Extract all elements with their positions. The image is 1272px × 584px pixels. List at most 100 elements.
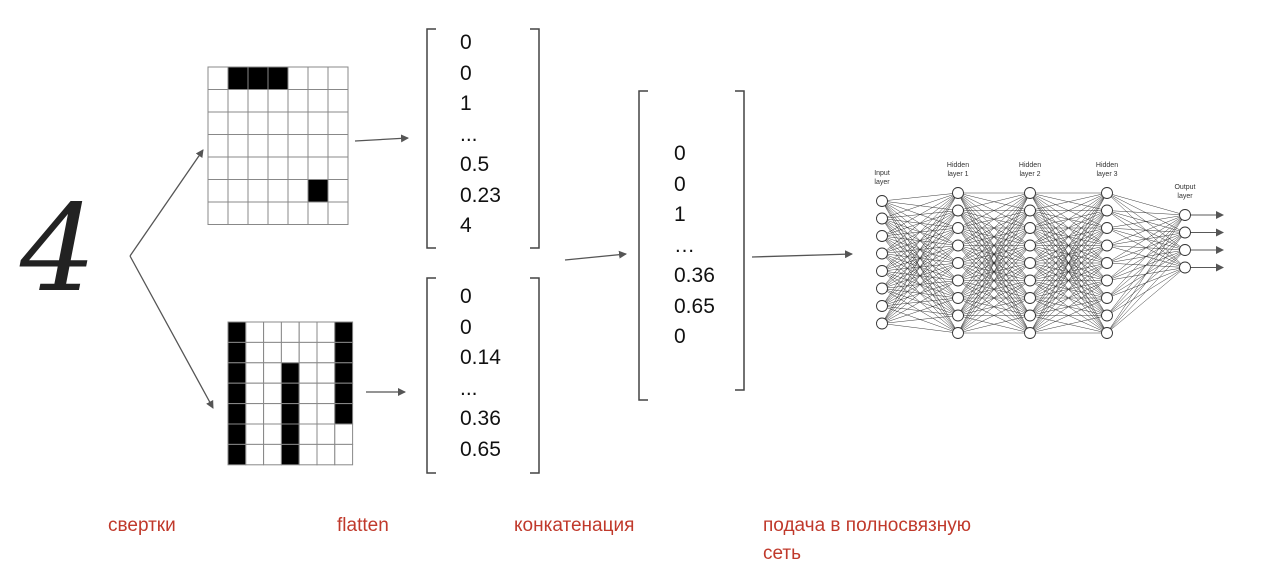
- nn-node: [952, 309, 964, 322]
- nn-layer-label-line1: Hidden: [1019, 162, 1041, 169]
- nn-edge: [957, 192, 1031, 316]
- grid-top-cell: [227, 111, 249, 135]
- grid-bottom-cell: [227, 382, 247, 405]
- grid-top-cell: [207, 66, 229, 90]
- nn-layer-label-line1: Input: [874, 170, 890, 177]
- nn-node: [1101, 187, 1113, 199]
- nn-edge: [1029, 192, 1108, 246]
- grid-top-cell: [327, 89, 349, 113]
- nn-edge: [957, 262, 1031, 334]
- nn-edge: [1106, 214, 1186, 246]
- grid-top-cell: [267, 89, 289, 113]
- grid-top-cell: [267, 156, 289, 180]
- grid-bottom-cell: [316, 443, 336, 466]
- nn-edge: [881, 192, 959, 324]
- nn-edge: [1106, 214, 1186, 334]
- grid-top-cell: [327, 111, 349, 135]
- label-feed-line2: сеть: [763, 543, 802, 564]
- nn-node: [1101, 204, 1113, 217]
- grid-top-cell: [267, 111, 289, 135]
- grid-top-cell: [267, 179, 289, 203]
- grid-top-cell: [307, 111, 329, 135]
- grid-bottom-cell: [316, 341, 336, 364]
- vector-top-value: 4: [460, 214, 472, 237]
- grid-top-cell: [247, 66, 269, 90]
- nn-node: [1024, 327, 1036, 339]
- nn-edge: [881, 297, 959, 324]
- nn-edge: [1106, 214, 1186, 316]
- vector-top-value: 0: [460, 31, 472, 54]
- grid-bottom-cell: [316, 403, 336, 425]
- nn-node: [952, 204, 964, 217]
- grid-bottom-cell: [280, 403, 300, 425]
- label-feed-line1: подача в полносвязную: [763, 515, 971, 536]
- grid-bottom-cell: [280, 362, 300, 384]
- nn-edge: [1029, 192, 1108, 299]
- grid-bottom-cell: [334, 403, 354, 425]
- nn-node: [876, 282, 888, 295]
- vector-concat-value: 0: [674, 142, 686, 165]
- grid-top-cell: [267, 134, 289, 158]
- grid-top-cell: [287, 156, 309, 180]
- nn-edge: [957, 192, 1031, 299]
- nn-node: [952, 274, 964, 287]
- nn-edge: [1029, 227, 1108, 334]
- grid-bottom-cell: [298, 423, 318, 445]
- grid-top-cell: [247, 179, 269, 203]
- grid-top-cell: [287, 134, 309, 158]
- grid-top-cell: [247, 134, 269, 158]
- nn-layer-label-line2: layer: [1177, 193, 1193, 200]
- nn-node: [952, 187, 964, 199]
- nn-edge: [881, 323, 959, 334]
- nn-node: [876, 247, 888, 260]
- arrow-to-network: [751, 250, 853, 259]
- grid-top-cell: [327, 179, 349, 203]
- grid-bottom-cell: [334, 362, 354, 384]
- grid-bottom-cell: [263, 403, 282, 425]
- nn-edge: [1106, 210, 1186, 216]
- grid-bottom-cell: [227, 341, 247, 364]
- grid-top-cell: [327, 156, 349, 180]
- vector-concat-value: 0: [674, 172, 686, 196]
- nn-edge: [1029, 192, 1108, 334]
- grid-bottom-cell: [298, 403, 318, 425]
- grid-top-cell: [287, 89, 309, 113]
- nn-node: [1101, 239, 1113, 252]
- nn-node: [1101, 274, 1113, 287]
- nn-node: [1024, 257, 1036, 269]
- grid-bottom-cell: [334, 321, 354, 343]
- bracket-right-top: [530, 28, 540, 249]
- grid-top-cell: [307, 179, 329, 203]
- label-flatten: flatten: [337, 515, 389, 536]
- grid-top-cell: [267, 201, 289, 225]
- grid-top-cell: [207, 89, 229, 113]
- grid-bottom-cell: [334, 423, 354, 445]
- nn-edge: [881, 315, 959, 324]
- nn-edge: [881, 262, 959, 324]
- grid-top-cell: [287, 179, 309, 203]
- grid-bottom-cell: [245, 423, 265, 445]
- nn-edge: [1029, 297, 1108, 334]
- grid-bottom-cell: [263, 423, 282, 445]
- grid-top-cell: [207, 134, 229, 158]
- nn-edge: [957, 297, 1031, 334]
- vector-top-value: 0.23: [460, 183, 501, 207]
- arrow-to-conv-top: [129, 149, 204, 257]
- grid-top-cell: [227, 66, 249, 90]
- grid-bottom-cell: [245, 362, 265, 384]
- nn-edge: [881, 192, 959, 202]
- grid-bottom-cell: [263, 443, 282, 466]
- bracket-right-concat: [735, 90, 745, 391]
- nn-edge: [1029, 192, 1108, 211]
- nn-edge: [957, 192, 1031, 246]
- nn-layer-label-line2: layer 2: [1019, 171, 1040, 178]
- nn-edge: [881, 210, 959, 324]
- nn-node: [876, 230, 888, 242]
- grid-top-cell: [247, 89, 269, 113]
- grid-bottom-cell: [334, 341, 354, 364]
- nn-node: [1101, 222, 1113, 234]
- grid-bottom-cell: [280, 443, 300, 466]
